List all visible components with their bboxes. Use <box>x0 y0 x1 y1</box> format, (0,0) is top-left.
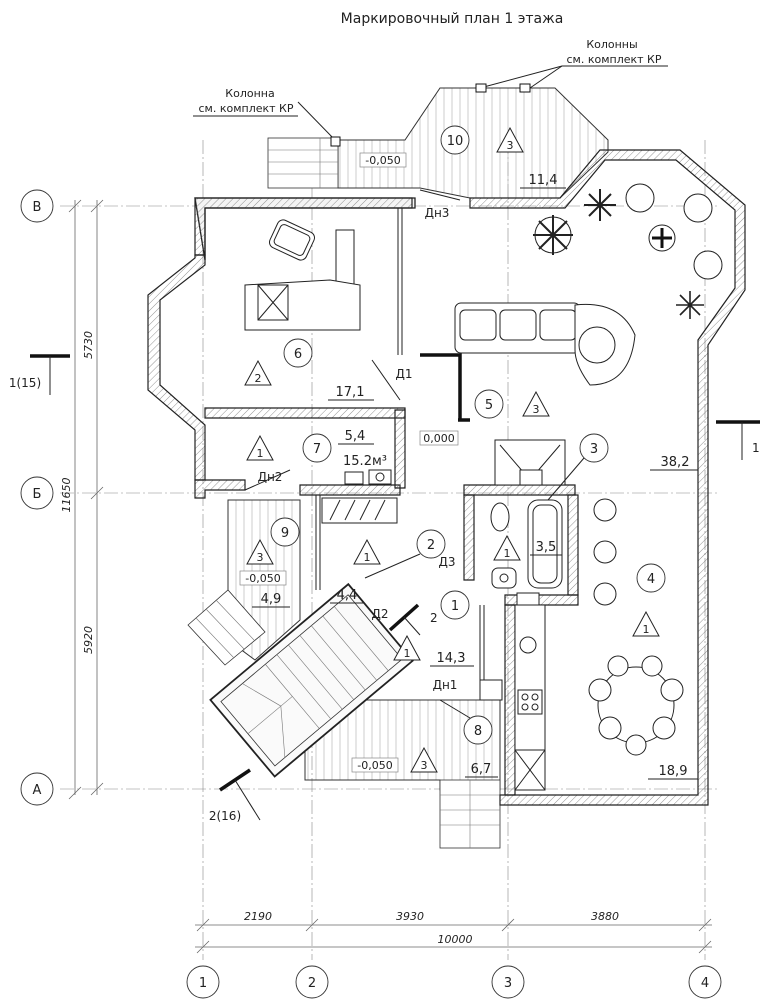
column-axis-markers: 1 2 3 4 <box>186 965 722 999</box>
svg-text:1: 1 <box>451 599 459 614</box>
svg-text:Колонны: Колонны <box>586 38 637 51</box>
svg-text:1: 1 <box>752 441 760 455</box>
elevation-marks: -0,050 0,000 -0,050 -0,050 <box>239 152 459 773</box>
svg-text:5: 5 <box>485 398 493 413</box>
svg-text:6: 6 <box>294 347 302 362</box>
plan-title: Маркировочный план 1 этажа <box>341 11 564 27</box>
svg-text:3930: 3930 <box>396 910 424 923</box>
svg-text:Дн2: Дн2 <box>258 470 283 484</box>
svg-text:Д3: Д3 <box>438 555 455 569</box>
row-axis-markers: В Б А <box>20 189 54 806</box>
svg-text:1(15): 1(15) <box>9 376 41 390</box>
svg-text:Д1: Д1 <box>395 367 412 381</box>
svg-text:1: 1 <box>257 447 264 460</box>
staircase <box>209 582 414 778</box>
column-callout-left: Колонна см. комплект КР <box>193 87 336 141</box>
svg-text:17,1: 17,1 <box>336 385 365 400</box>
svg-text:3: 3 <box>504 976 512 991</box>
svg-text:14,3: 14,3 <box>437 651 466 666</box>
svg-text:Дн3: Дн3 <box>425 206 450 220</box>
svg-text:2190: 2190 <box>244 910 272 923</box>
svg-text:8: 8 <box>474 724 482 739</box>
svg-text:1: 1 <box>199 976 207 991</box>
svg-text:3: 3 <box>507 139 514 152</box>
kitchen-room4-fixtures <box>479 498 684 791</box>
svg-text:1: 1 <box>364 551 371 564</box>
svg-text:9: 9 <box>281 526 289 541</box>
svg-text:В: В <box>33 200 42 215</box>
svg-text:4,4: 4,4 <box>337 588 358 603</box>
svg-text:Колонна: Колонна <box>225 87 274 100</box>
svg-text:0,000: 0,000 <box>423 432 455 445</box>
svg-text:2: 2 <box>430 611 438 625</box>
svg-text:10: 10 <box>447 134 464 149</box>
axis-grid <box>60 140 720 960</box>
kitchen-furniture <box>244 219 361 331</box>
svg-text:6,7: 6,7 <box>471 762 492 777</box>
door-labels: Дн3 Д1 Дн2 Д3 Д2 Дн1 <box>258 206 458 692</box>
section-corner-marker <box>420 353 462 420</box>
svg-text:2: 2 <box>308 976 316 991</box>
svg-text:2: 2 <box>255 372 262 385</box>
dimensions-bottom: 2190 3930 3880 10000 <box>195 910 712 954</box>
svg-text:2: 2 <box>427 538 435 553</box>
svg-text:15.2м³: 15.2м³ <box>343 454 387 469</box>
svg-text:7: 7 <box>313 442 321 457</box>
svg-text:3: 3 <box>421 759 428 772</box>
svg-text:2(16): 2(16) <box>209 809 241 823</box>
svg-text:1: 1 <box>404 647 411 660</box>
svg-text:18,9: 18,9 <box>659 764 688 779</box>
utility-fixtures <box>344 439 566 589</box>
partitions <box>244 189 485 719</box>
column-callout-right: Колонны см. комплект КР <box>479 38 668 89</box>
svg-text:-0,050: -0,050 <box>245 572 280 585</box>
room-labels: 10 3 11,4 6 2 17,1 5 3 38,2 7 1 5,4 15.2… <box>244 125 698 780</box>
wardrobe-room2 <box>321 497 398 524</box>
svg-text:3: 3 <box>257 551 264 564</box>
svg-text:3880: 3880 <box>591 910 619 923</box>
svg-text:А: А <box>33 783 42 798</box>
svg-text:3: 3 <box>590 442 598 457</box>
svg-text:3: 3 <box>533 403 540 416</box>
svg-text:10000: 10000 <box>438 933 473 946</box>
exterior-walls <box>147 149 746 806</box>
svg-text:5,4: 5,4 <box>345 429 366 444</box>
svg-text:1: 1 <box>504 547 511 560</box>
svg-text:Д2: Д2 <box>371 607 388 621</box>
svg-text:11650: 11650 <box>60 478 73 513</box>
section-markers: 1(15) 1 2(16) 2 <box>9 354 760 823</box>
svg-text:-0,050: -0,050 <box>365 154 400 167</box>
svg-text:Дн1: Дн1 <box>433 678 458 692</box>
svg-text:11,4: 11,4 <box>529 173 558 188</box>
svg-text:4,9: 4,9 <box>261 592 282 607</box>
svg-text:3,5: 3,5 <box>536 540 557 555</box>
svg-text:4: 4 <box>701 976 709 991</box>
svg-text:5730: 5730 <box>82 331 95 359</box>
porch-top <box>267 83 609 199</box>
svg-text:см. комплект КР: см. комплект КР <box>199 102 294 115</box>
svg-text:-0,050: -0,050 <box>357 759 392 772</box>
svg-text:Б: Б <box>33 487 42 502</box>
living-furniture <box>454 183 723 386</box>
svg-text:1: 1 <box>643 623 650 636</box>
svg-text:5920: 5920 <box>82 626 95 654</box>
dimensions-left: 5730 11650 5920 <box>60 199 104 800</box>
svg-text:см. комплект КР: см. комплект КР <box>567 53 662 66</box>
svg-text:38,2: 38,2 <box>661 455 690 470</box>
svg-text:4: 4 <box>647 572 655 587</box>
